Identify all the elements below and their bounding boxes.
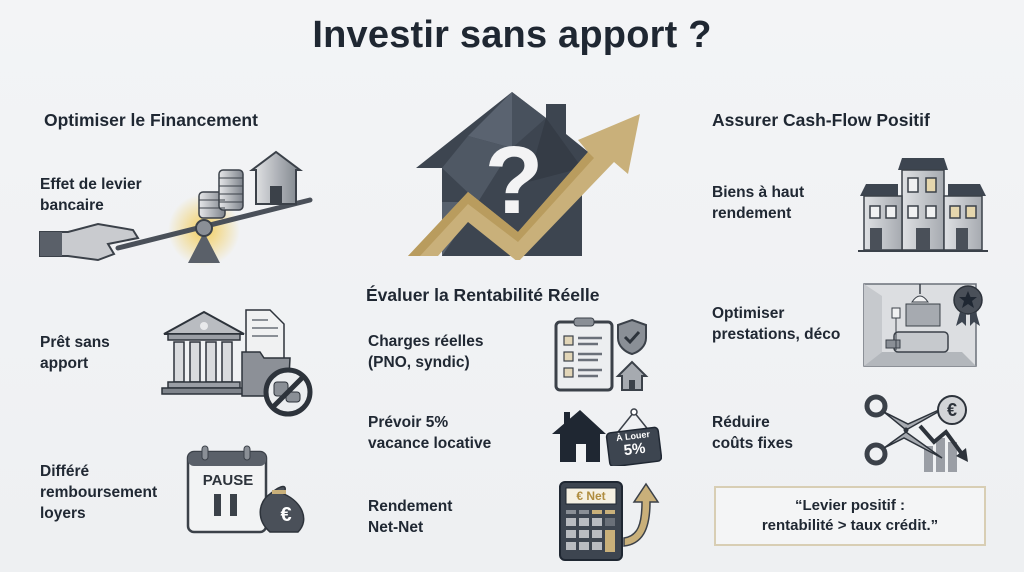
calculator-arrow-up-icon: € Net — [558, 480, 662, 562]
calendar-icon — [186, 445, 305, 534]
quote-line-2: rentabilité > taux crédit.” — [761, 517, 939, 534]
item-line: Net-Net — [368, 519, 424, 536]
heading-rentabilite: Évaluer la Rentabilité Réelle — [366, 285, 600, 305]
item-biens: Biens à haut rendement — [712, 182, 804, 224]
item-line: coûts fixes — [712, 435, 793, 452]
lever-hand-coins-house-icon — [39, 150, 313, 266]
calculator-screen: € Net — [576, 489, 606, 503]
item-line: prestations, déco — [712, 326, 841, 343]
page-title: Investir sans apport ? — [312, 14, 712, 56]
quote-box: “Levier positif : rentabilité > taux cré… — [714, 486, 986, 546]
apartment-building-icon — [858, 158, 988, 252]
living-room-award-icon — [863, 283, 983, 367]
question-glyph: ? — [484, 127, 544, 234]
quote-line-1: “Levier positif : — [794, 497, 906, 514]
item-line: Charges réelles — [368, 333, 484, 350]
scissors-euro-down-chart-icon: € — [862, 392, 986, 472]
item-line: bancaire — [40, 197, 104, 214]
item-line: vacance locative — [368, 435, 492, 452]
item-pret-sans-apport: Prêt sans apport — [40, 332, 110, 374]
item-line: remboursement — [40, 484, 158, 501]
item-line: Prêt sans — [40, 334, 110, 351]
item-line: Optimiser — [712, 305, 785, 322]
bank-folder-no-coins-icon — [161, 309, 313, 417]
item-line: Réduire — [712, 414, 770, 431]
item-line: (PNO, syndic) — [368, 354, 470, 371]
item-line: loyers — [40, 505, 86, 522]
item-line: Rendement — [368, 498, 453, 515]
item-line: rendement — [712, 205, 792, 222]
calendar-pause-money-bag-icon: PAUSE € — [186, 444, 316, 536]
item-line: Effet de levier — [40, 176, 142, 193]
pause-label: PAUSE — [202, 472, 254, 489]
heading-financement: Optimiser le Financement — [44, 110, 258, 130]
item-prestations: Optimiser prestations, déco — [712, 303, 840, 345]
item-rendement: Rendement Net-Net — [368, 496, 452, 538]
house-for-rent-sign-icon: À Louer 5% — [550, 404, 662, 466]
euro-coin-glyph: € — [946, 400, 957, 420]
item-differe: Différé remboursement loyers — [40, 461, 157, 524]
clipboard-shield-house-icon — [554, 317, 649, 392]
item-line: Différé — [40, 463, 90, 480]
house-question-rising-arrow-icon: ? — [408, 92, 648, 260]
item-effet-levier: Effet de levier bancaire — [40, 174, 142, 216]
item-line: Biens à haut — [712, 184, 805, 201]
item-charges: Charges réelles (PNO, syndic) — [368, 331, 483, 373]
item-line: apport — [40, 355, 89, 372]
item-line: Prévoir 5% — [368, 414, 449, 431]
item-vacance: Prévoir 5% vacance locative — [368, 412, 491, 454]
item-reduire-couts: Réduire coûts fixes — [712, 412, 793, 454]
heading-cashflow: Assurer Cash-Flow Positif — [712, 110, 930, 130]
euro-glyph: € — [280, 504, 292, 526]
